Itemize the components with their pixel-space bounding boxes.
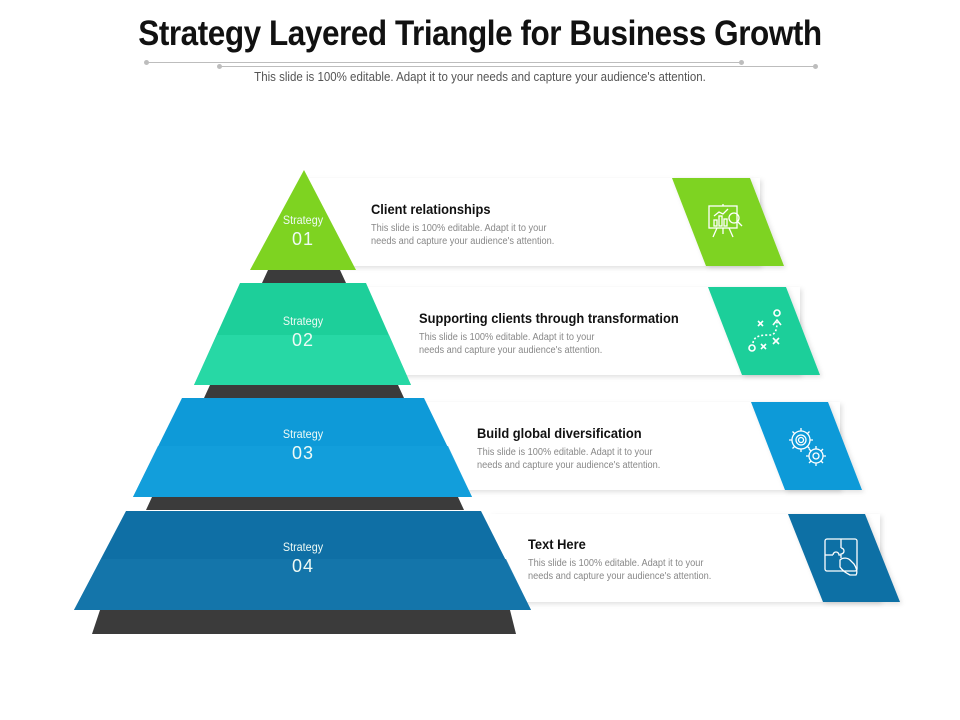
tier-4-strategy-text: Strategy	[282, 540, 324, 554]
rule-dot	[739, 60, 744, 65]
card-4-title: Text Here	[528, 536, 586, 552]
tier-4-label: Strategy 04	[243, 540, 363, 577]
card-1-text: Client relationships This slide is 100% …	[371, 201, 591, 248]
card-4-description: This slide is 100% editable. Adapt it to…	[528, 558, 712, 582]
card-4-text: Text Here This slide is 100% editable. A…	[528, 536, 748, 583]
rule-dot	[217, 64, 222, 69]
tier-shadow-1	[262, 270, 346, 283]
puzzle-hand-icon	[824, 538, 858, 576]
icon-tab-1	[672, 178, 784, 266]
strategy-play-icon	[748, 309, 782, 352]
card-1-description: This slide is 100% editable. Adapt it to…	[371, 223, 555, 247]
page-subtitle: This slide is 100% editable. Adapt it to…	[254, 70, 706, 84]
title-rule-top	[146, 62, 742, 63]
tier-2-strategy-text: Strategy	[282, 314, 324, 328]
tier-3-label: Strategy 03	[243, 427, 363, 464]
card-2-title: Supporting clients through transformatio…	[419, 310, 679, 326]
gears-icon	[789, 428, 826, 466]
card-2-description: This slide is 100% editable. Adapt it to…	[419, 332, 603, 356]
tier-3-number: 03	[291, 443, 315, 463]
presentation-analytics-icon	[708, 204, 743, 238]
rule-dot	[813, 64, 818, 69]
icon-tab-3	[751, 402, 862, 490]
page-title: Strategy Layered Triangle for Business G…	[138, 14, 822, 53]
tier-shadow-3	[146, 497, 464, 510]
tier-1-number: 01	[291, 229, 315, 249]
card-2-text: Supporting clients through transformatio…	[419, 310, 701, 357]
rule-dot	[144, 60, 149, 65]
tier-shadow-2	[204, 385, 404, 398]
tier-1-triangle	[250, 170, 356, 270]
title-rule-bottom	[220, 66, 816, 67]
card-3-text: Build global diversification This slide …	[477, 425, 697, 472]
tier-1-strategy-text: Strategy	[282, 213, 324, 227]
tier-4-number: 04	[291, 556, 315, 576]
tier-2-label: Strategy 02	[243, 314, 363, 351]
card-1-title: Client relationships	[371, 201, 491, 217]
card-3-title: Build global diversification	[477, 425, 642, 441]
tier-1-label: Strategy 01	[243, 213, 363, 250]
icon-tab-2	[708, 287, 820, 375]
tier-2-number: 02	[291, 330, 315, 350]
card-3-description: This slide is 100% editable. Adapt it to…	[477, 447, 661, 471]
tier-shadow-4	[92, 610, 516, 634]
tier-3-strategy-text: Strategy	[282, 427, 324, 441]
